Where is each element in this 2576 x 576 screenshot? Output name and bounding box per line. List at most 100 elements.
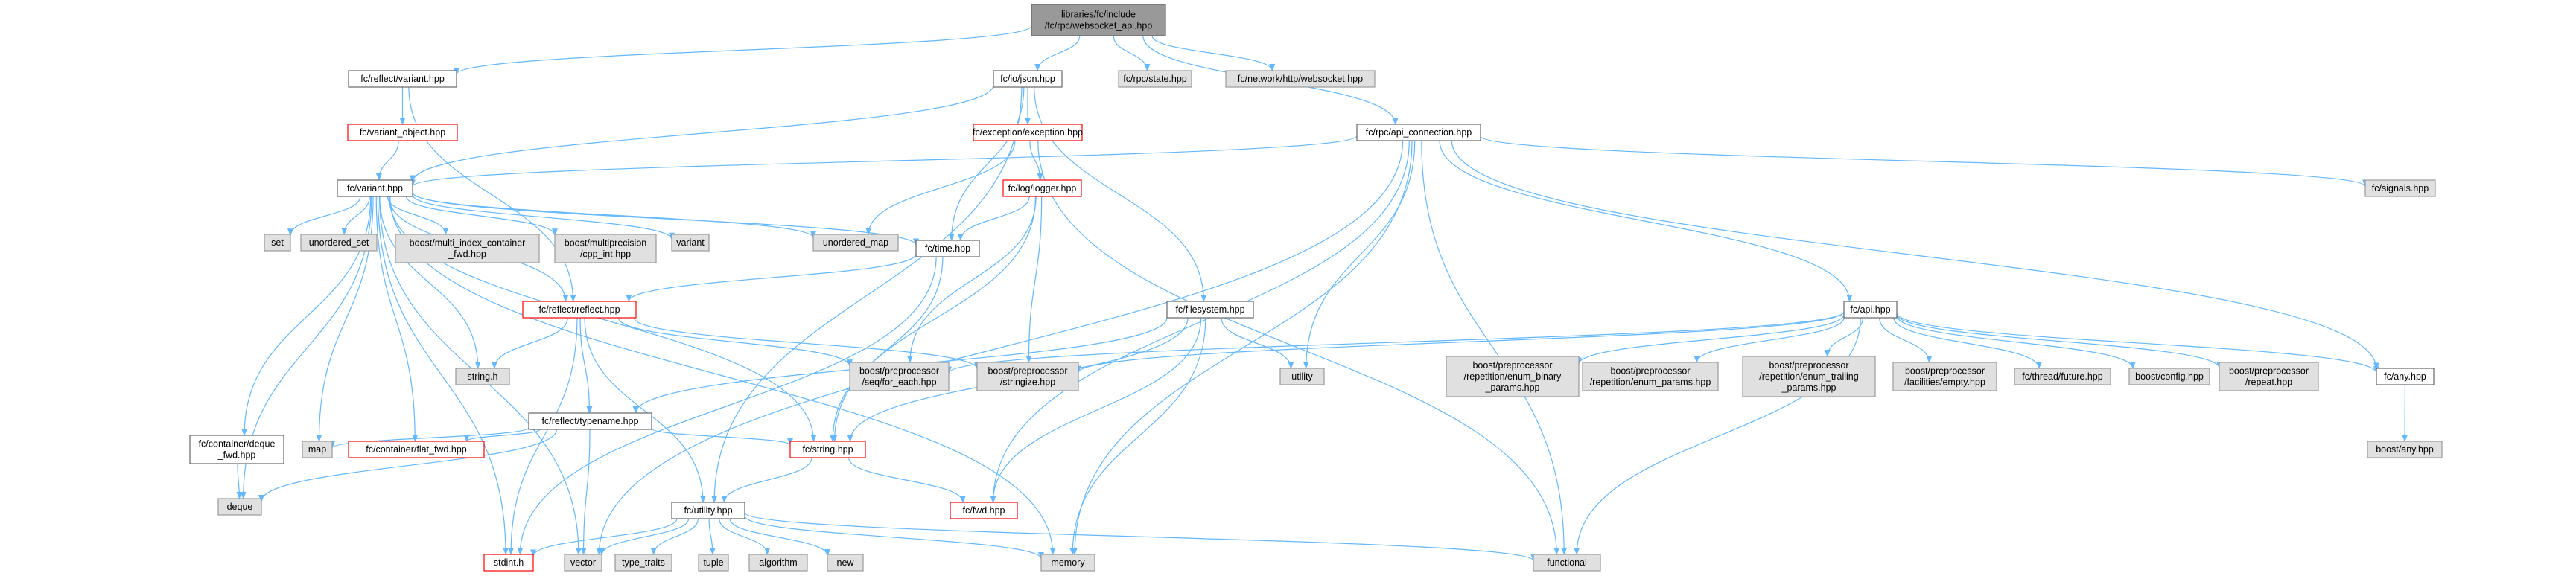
node-label: boost/preprocessor xyxy=(2229,366,2309,377)
edge-io-json-to-variant xyxy=(410,84,994,183)
node-any[interactable]: fc/any.hpp xyxy=(2376,368,2435,385)
node-label: fc/variant.hpp xyxy=(347,183,403,193)
edge-reflect-to-stdint xyxy=(508,317,578,555)
node-label: algorithm xyxy=(759,557,797,568)
edge-reflect-to-typename xyxy=(579,317,593,414)
edge-api-to-pp-stringize xyxy=(1075,311,1845,374)
edge xyxy=(1896,313,2222,369)
node-box xyxy=(302,441,333,458)
edge xyxy=(530,518,678,557)
edge xyxy=(599,518,690,556)
edge xyxy=(1893,317,2042,369)
node-box xyxy=(1279,368,1325,385)
node-label: fc/signals.hpp xyxy=(2372,183,2429,193)
edge xyxy=(830,256,944,442)
node-label: variant xyxy=(676,237,705,248)
node-label: /facilities/empty.hpp xyxy=(1904,377,1985,388)
node-box xyxy=(915,240,980,257)
edge-variant-to-flat-fwd xyxy=(375,196,419,442)
node-api[interactable]: fc/api.hpp xyxy=(1843,301,1898,319)
node-deque-fwd[interactable]: fc/container/deque_fwd.hpp xyxy=(189,435,284,464)
edge xyxy=(377,196,509,555)
node-box xyxy=(812,234,899,252)
edge-api-connection-to-functional xyxy=(1421,140,1568,555)
node-label: functional xyxy=(1547,557,1587,568)
node-box xyxy=(1533,554,1601,572)
node-io-json[interactable]: fc/io/json.hpp xyxy=(993,70,1063,88)
node-variant[interactable]: fc/variant.hpp xyxy=(337,179,413,197)
node-fwd[interactable]: fc/fwd.hpp xyxy=(950,502,1018,519)
node-box xyxy=(2219,362,2319,391)
node-pp-seq-for-each: boost/preprocessor/seq/for_each.hpp xyxy=(849,362,950,391)
edge xyxy=(708,518,716,555)
node-box xyxy=(2364,179,2436,197)
edge xyxy=(865,140,1016,235)
node-label: fc/reflect/typename.hpp xyxy=(542,416,639,426)
edge xyxy=(1574,317,1861,555)
edge xyxy=(580,429,591,555)
node-filesystem[interactable]: fc/filesystem.hpp xyxy=(1166,301,1254,319)
edge-api-to-boost-config xyxy=(1896,315,2136,369)
edge xyxy=(626,253,917,302)
node-fc-string[interactable]: fc/string.hpp xyxy=(789,441,866,458)
node-box xyxy=(300,234,378,252)
edge-variant-to-std-variant xyxy=(412,194,675,240)
node-flat-fwd[interactable]: fc/container/flat_fwd.hpp xyxy=(348,441,485,458)
node-box xyxy=(1225,70,1376,88)
edge xyxy=(408,86,576,302)
node-net-websocket: fc/network/http/websocket.hpp xyxy=(1225,70,1376,88)
node-label: fc/container/deque xyxy=(199,439,276,449)
edge xyxy=(1480,135,2368,188)
edge-time-to-reflect xyxy=(626,253,917,302)
edge xyxy=(1694,317,1845,363)
node-pp-enum-binary: boost/preprocessor/repetition/enum_binar… xyxy=(1446,356,1580,397)
edge xyxy=(316,196,374,442)
edge-logger-to-time xyxy=(957,196,1030,241)
edge xyxy=(1824,317,1864,357)
node-fc-utility[interactable]: fc/utility.hpp xyxy=(671,502,745,519)
node-string-h: string.h xyxy=(455,368,510,385)
edge xyxy=(379,196,481,369)
node-label: fc/time.hpp xyxy=(925,243,970,254)
node-reflect[interactable]: fc/reflect/reflect.hpp xyxy=(522,301,637,319)
node-label: fc/utility.hpp xyxy=(684,505,732,516)
edge-filesystem-to-memory xyxy=(1069,317,1206,555)
node-box xyxy=(1446,356,1580,397)
node-reflect-variant[interactable]: fc/reflect/variant.hpp xyxy=(348,70,457,88)
edge-deque-fwd-to-deque xyxy=(236,463,243,499)
node-box xyxy=(671,234,710,252)
edge xyxy=(721,457,812,503)
edge xyxy=(491,317,568,369)
node-thread-future: fc/thread/future.hpp xyxy=(2014,368,2111,385)
edge xyxy=(1029,140,1043,181)
edge xyxy=(1303,140,1416,369)
node-label: boost/preprocessor xyxy=(1905,366,1985,377)
node-label: fc/reflect/variant.hpp xyxy=(360,74,445,84)
node-label: fc/variant_object.hpp xyxy=(360,127,445,138)
edge-fc-utility-to-tuple xyxy=(708,518,716,555)
node-logger[interactable]: fc/log/logger.hpp xyxy=(1002,179,1082,197)
node-label: /fc/rpc/websocket_api.hpp xyxy=(1045,21,1153,31)
node-box xyxy=(1040,554,1095,572)
node-label: /stringize.hpp xyxy=(1000,377,1055,388)
node-box xyxy=(698,554,729,572)
node-api-connection[interactable]: fc/rpc/api_connection.hpp xyxy=(1356,124,1481,141)
node-box xyxy=(189,435,284,464)
edge xyxy=(651,428,793,446)
node-label: memory xyxy=(1051,557,1085,568)
node-box xyxy=(950,502,1018,519)
node-exception[interactable]: fc/exception/exception.hpp xyxy=(973,124,1083,141)
node-root[interactable]: libraries/fc/include/fc/rpc/websocket_ap… xyxy=(1031,4,1166,36)
node-box xyxy=(1002,179,1082,197)
node-time[interactable]: fc/time.hpp xyxy=(915,240,980,257)
node-variant-object[interactable]: fc/variant_object.hpp xyxy=(347,124,458,141)
edge-logger-to-pp-stringize xyxy=(1025,196,1043,363)
node-box xyxy=(973,124,1083,141)
node-label: _params.hpp xyxy=(1485,383,1540,393)
node-typename[interactable]: fc/reflect/typename.hpp xyxy=(528,412,652,430)
edge-api-connection-to-vector xyxy=(596,140,1404,555)
node-tuple: tuple xyxy=(698,554,729,572)
edge xyxy=(1025,196,1043,363)
node-stdint[interactable]: stdint.h xyxy=(483,554,534,572)
edge-filesystem-to-utility xyxy=(1221,317,1294,369)
